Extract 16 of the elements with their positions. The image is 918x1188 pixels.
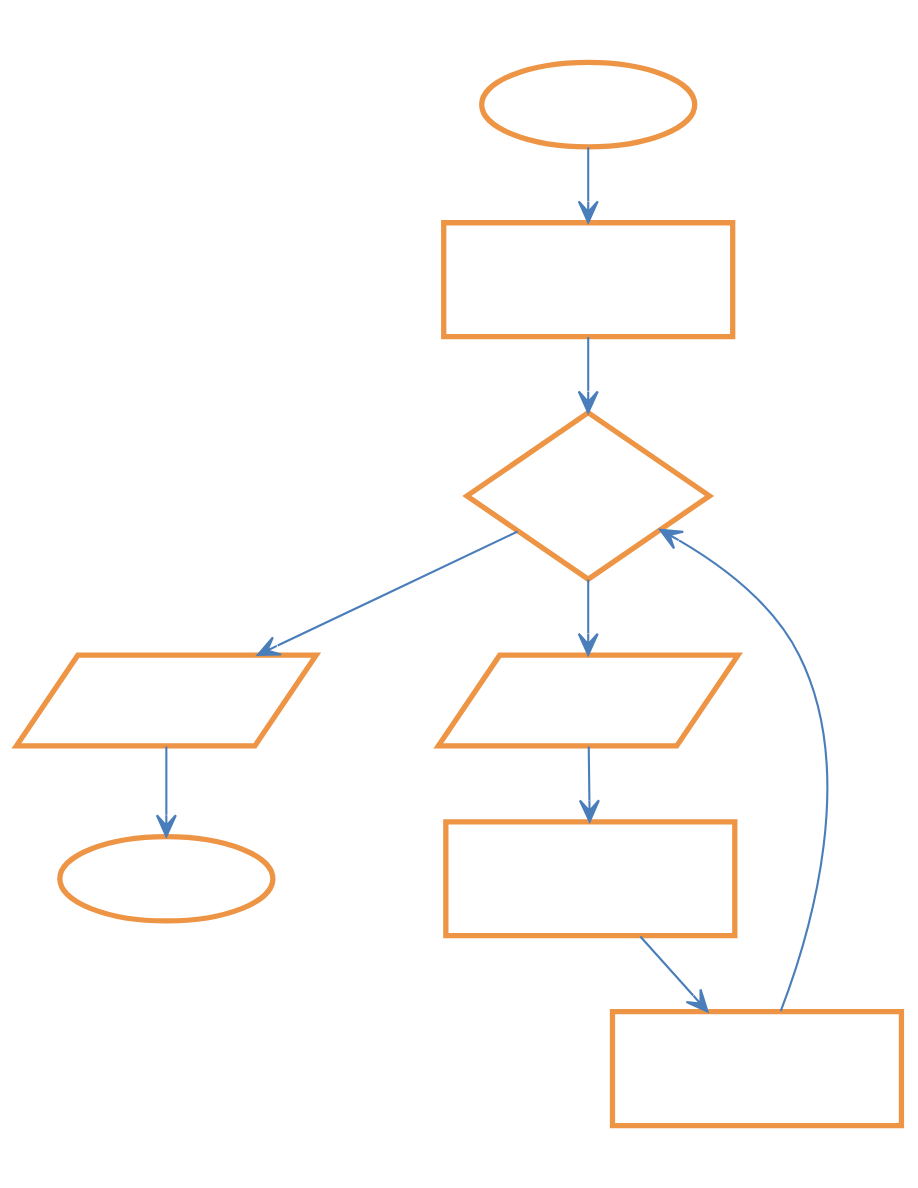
node-box — [443, 819, 738, 939]
node-parallelogram — [11, 652, 322, 749]
node-parallelogram — [433, 652, 743, 749]
node-ellipse — [479, 59, 698, 150]
arrow — [256, 530, 519, 656]
arrow — [639, 935, 709, 1013]
arrow — [155, 746, 177, 838]
arrow — [578, 746, 600, 823]
arrow — [577, 147, 599, 224]
arrow — [577, 579, 599, 656]
node-box — [441, 220, 736, 340]
node-ellipse — [57, 833, 276, 924]
node-diamond — [462, 409, 715, 583]
arrow — [577, 336, 599, 414]
arrow — [659, 528, 829, 1012]
node-box — [609, 1009, 905, 1129]
